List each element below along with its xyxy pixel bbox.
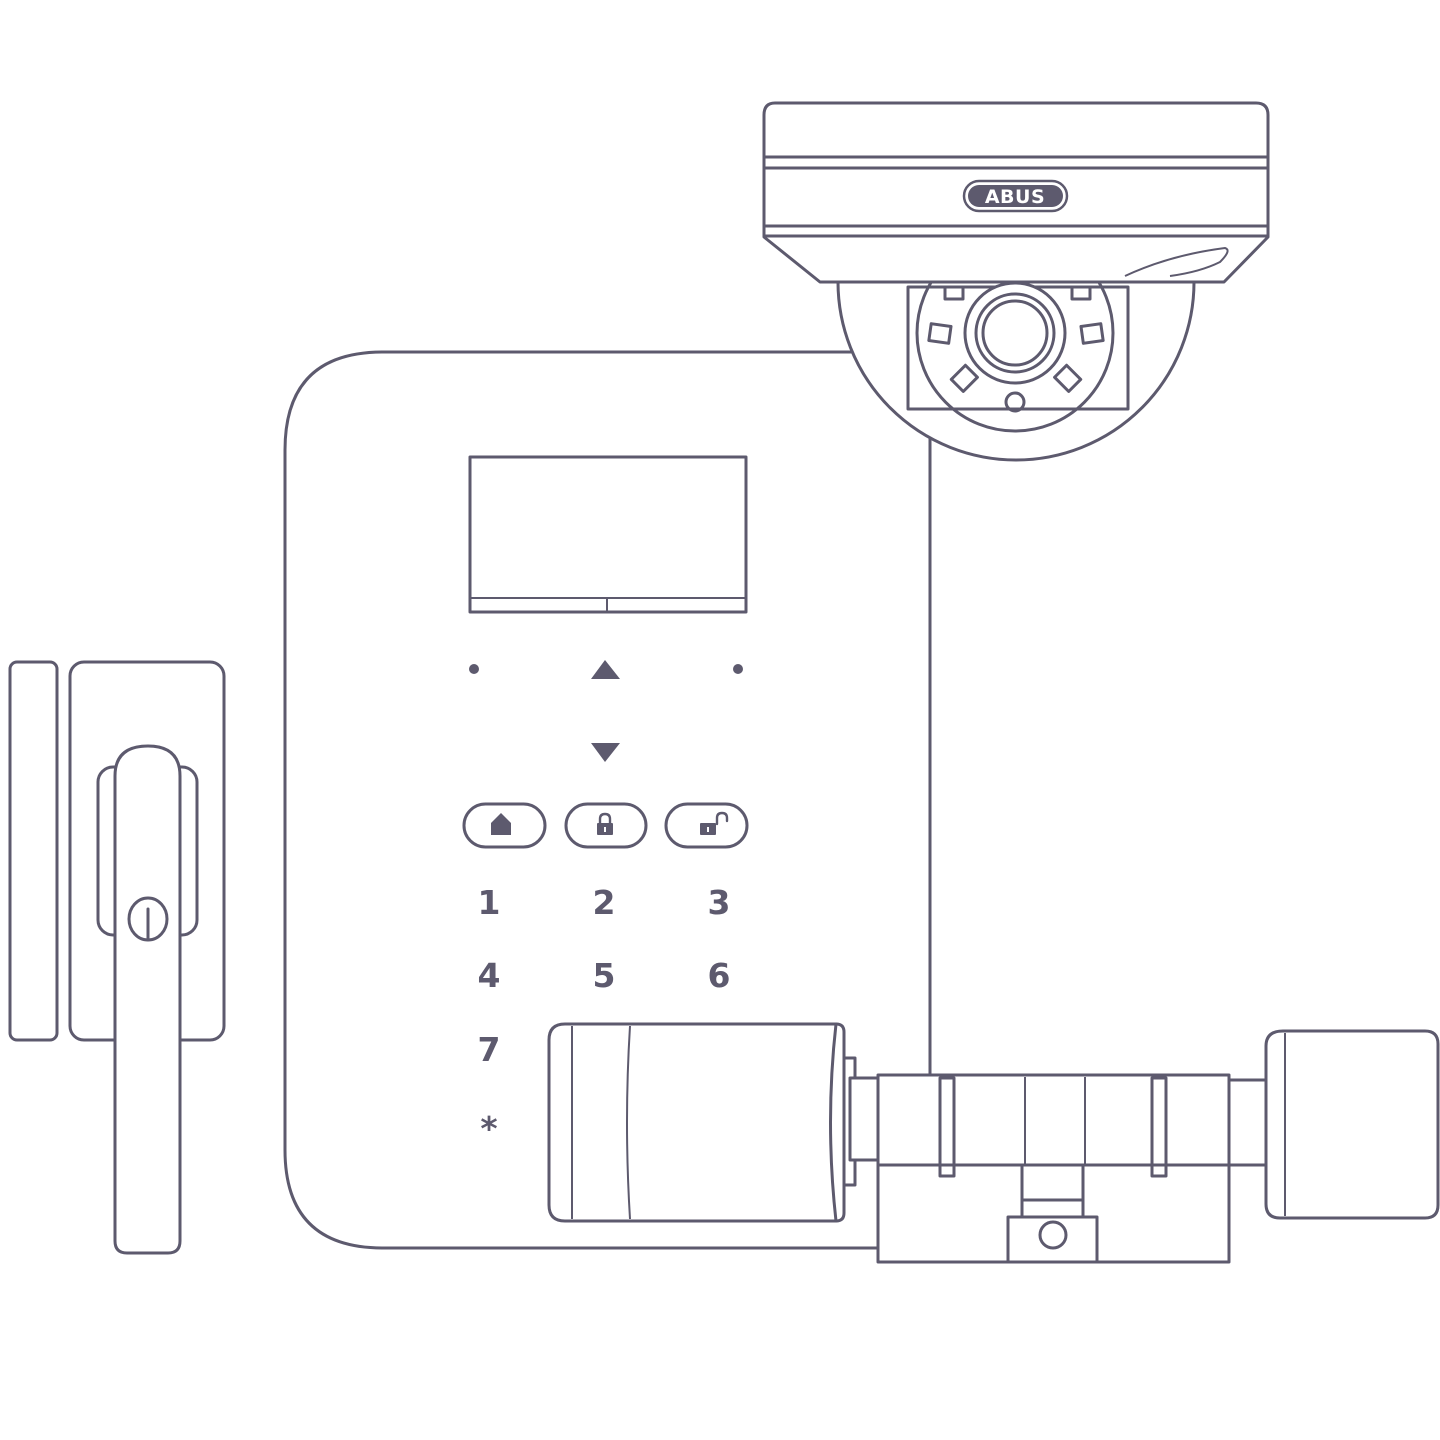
key-7[interactable]: 7	[478, 1030, 501, 1069]
brand-logo: ABUS	[962, 179, 1069, 213]
home-icon	[491, 813, 511, 835]
status-led-left	[469, 664, 479, 674]
panel-display	[468, 455, 748, 614]
lock-open-icon	[700, 811, 729, 835]
window-handle-sensor	[8, 660, 226, 1255]
fixing-screw	[1038, 1220, 1068, 1250]
arrow-up-icon[interactable]	[591, 660, 620, 679]
key-6[interactable]: 6	[708, 956, 731, 995]
key-star[interactable]: *	[480, 1109, 497, 1148]
key-5[interactable]: 5	[593, 956, 616, 995]
window-handle[interactable]	[113, 744, 182, 1255]
disarm-button[interactable]	[664, 802, 749, 849]
outer-knob[interactable]	[1264, 1029, 1440, 1220]
key-2[interactable]: 2	[593, 883, 616, 922]
key-4[interactable]: 4	[478, 956, 501, 995]
home-button[interactable]	[462, 802, 547, 849]
key-3[interactable]: 3	[708, 883, 731, 922]
dome-camera: ABUS	[762, 101, 1270, 462]
smart-lock-cylinder	[547, 1022, 1440, 1264]
keyhole-icon	[127, 896, 169, 942]
arrow-down-icon[interactable]	[591, 743, 620, 762]
lock-closed-icon	[597, 812, 613, 835]
inner-knob[interactable]	[547, 1022, 846, 1223]
brand-logo-text: ABUS	[985, 186, 1045, 208]
key-1[interactable]: 1	[478, 883, 501, 922]
magnet-contact	[8, 660, 59, 1042]
status-led-right	[733, 664, 743, 674]
arm-button[interactable]	[564, 802, 648, 849]
